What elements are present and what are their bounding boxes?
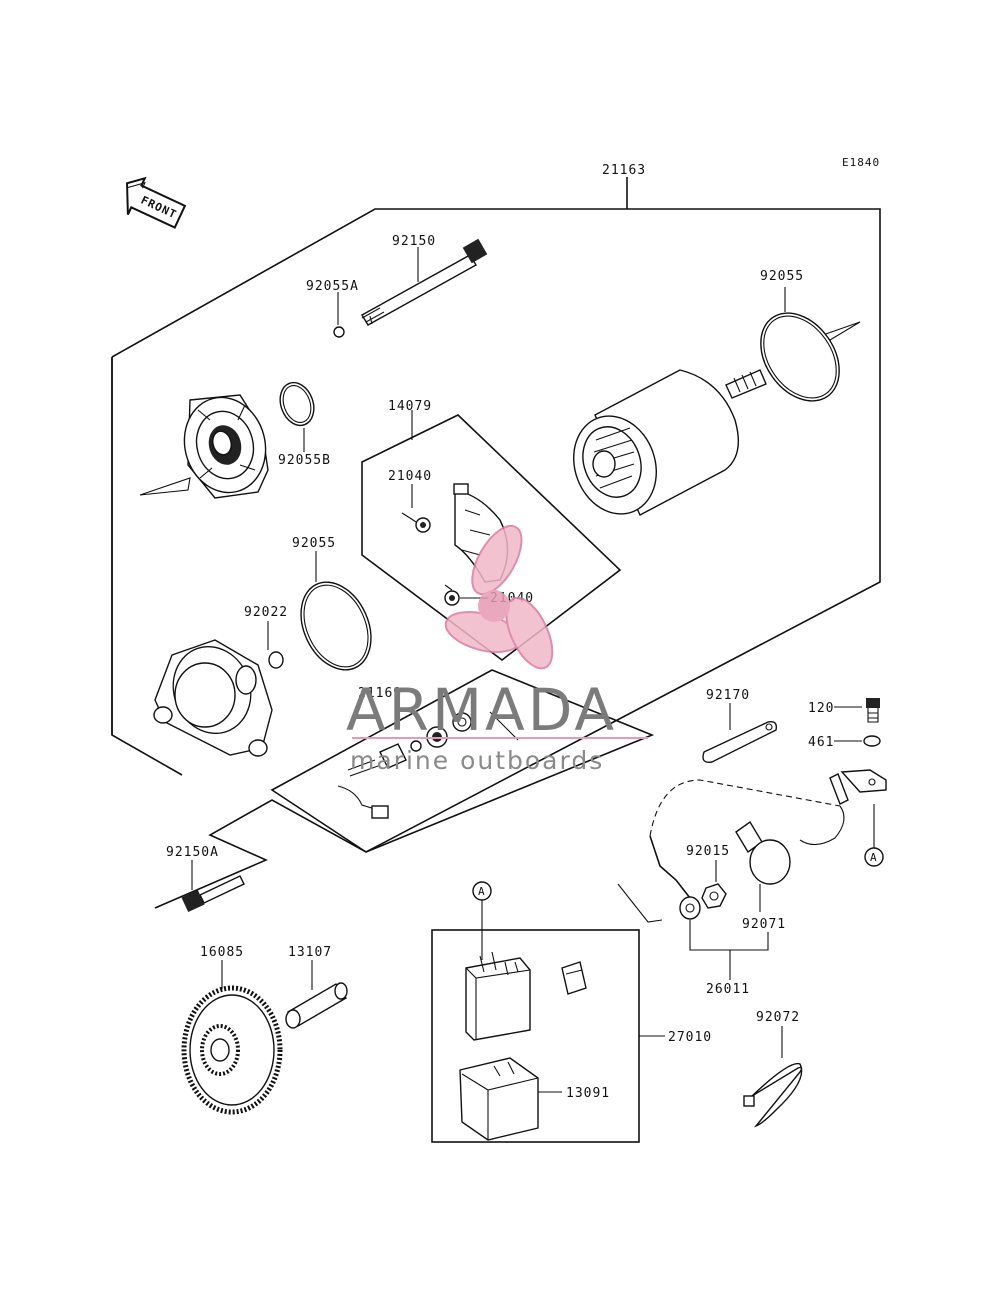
brush-holder-box-21169 xyxy=(270,669,655,853)
part-label-92071: 92071 xyxy=(742,917,786,932)
part-label-92055A: 92055A xyxy=(306,279,359,294)
part-label-92072: 92072 xyxy=(756,1010,800,1025)
watermark-tagline: marine outboards xyxy=(350,746,604,775)
watermark-name: ARMADA xyxy=(346,676,617,744)
part-label-13107: 13107 xyxy=(288,945,332,960)
through-bolt-92150 xyxy=(361,238,488,326)
part-label-92015: 92015 xyxy=(686,844,730,859)
yoke-armature xyxy=(573,369,767,516)
diagram-code: E1840 xyxy=(842,156,880,169)
plate-92170 xyxy=(702,720,778,763)
end-cover xyxy=(153,639,273,757)
part-label-92150: 92150 xyxy=(392,234,436,249)
o-ring-92055-mid xyxy=(300,581,372,671)
part-label-21169: 21169 xyxy=(358,686,402,701)
shaft-13107 xyxy=(285,982,348,1029)
part-label-27010: 27010 xyxy=(668,1030,712,1045)
part-label-26011: 26011 xyxy=(706,982,750,997)
svg-text:A: A xyxy=(870,851,878,864)
part-label-92170: 92170 xyxy=(706,688,750,703)
o-ring-92055A xyxy=(333,326,345,338)
part-label-16085: 16085 xyxy=(200,945,244,960)
gear-16085 xyxy=(181,985,283,1115)
starter-cable-26011 xyxy=(617,769,887,923)
rear-cover xyxy=(183,394,269,499)
fuse xyxy=(561,961,587,995)
part-label-14079: 14079 xyxy=(388,399,432,414)
o-ring-92055-top xyxy=(760,312,840,402)
part-label-92150A: 92150A xyxy=(166,845,219,860)
washer-461 xyxy=(863,735,881,747)
armada-propeller-logo xyxy=(444,524,554,670)
bolt-92150A xyxy=(181,875,245,913)
brush-plate-box-14079 xyxy=(361,414,622,662)
brush-spring-21040-a xyxy=(401,512,431,533)
part-label-13091: 13091 xyxy=(566,1086,610,1101)
bolt-120 xyxy=(866,698,880,723)
svg-text:A: A xyxy=(478,885,486,898)
terminal-cap-92071 xyxy=(735,820,791,885)
part-label-21040-a: 21040 xyxy=(388,469,432,484)
front-arrow-icon: FRONT xyxy=(126,176,187,229)
part-label-461: 461 xyxy=(808,735,834,750)
part-label-92055-top: 92055 xyxy=(760,269,804,284)
part-label-21163: 21163 xyxy=(602,163,646,178)
relay-cover-13091 xyxy=(459,1057,539,1141)
cable-band-92072 xyxy=(743,1062,803,1128)
part-label-120: 120 xyxy=(808,701,834,716)
part-label-92022: 92022 xyxy=(244,605,288,620)
nut-92015 xyxy=(701,883,727,909)
brush-spring-21040-b xyxy=(444,584,460,606)
part-label-92055-mid: 92055 xyxy=(292,536,336,551)
part-label-92055B: 92055B xyxy=(278,453,331,468)
starter-relay xyxy=(465,951,531,1041)
washer-92022 xyxy=(268,651,284,669)
